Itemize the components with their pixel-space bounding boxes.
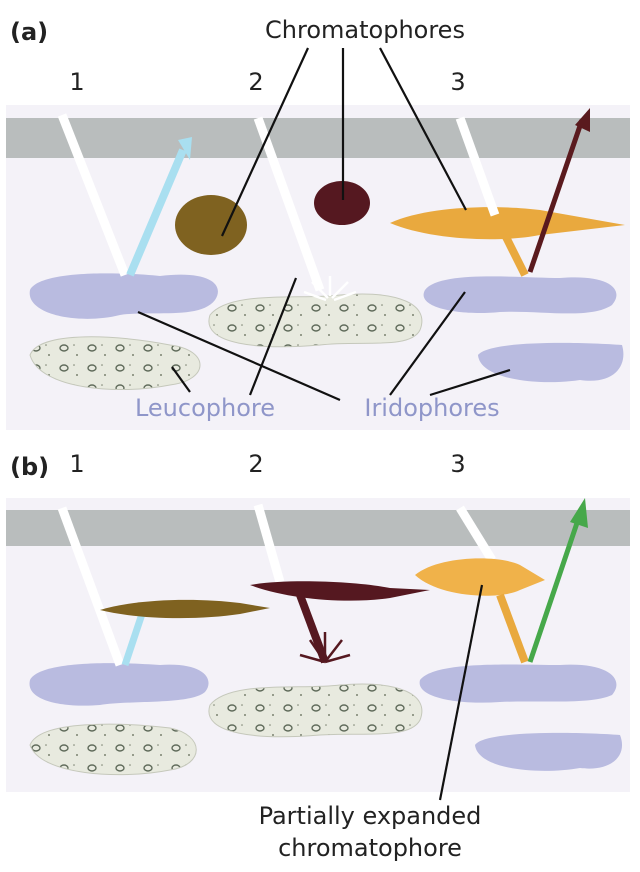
expanded-dark-red-chromatophore — [250, 581, 430, 601]
case-number-2: 2 — [248, 68, 263, 96]
panel-label: (b) — [10, 453, 49, 481]
panel-b: (b) 1 2 3 Partially expanded chromatopho… — [6, 450, 630, 862]
iridophore — [423, 276, 617, 314]
case-number-1: 1 — [69, 68, 84, 96]
chromatophores-label: Chromatophores — [265, 16, 465, 44]
case-number-3: 3 — [450, 450, 465, 478]
panel-label: (a) — [10, 18, 48, 46]
iridophore — [29, 273, 218, 319]
iridophores-label: Iridophores — [364, 394, 499, 422]
iridophore — [419, 664, 617, 703]
iridophore — [29, 663, 209, 706]
caption-line-2: chromatophore — [278, 834, 462, 862]
reflected-red-arrow — [527, 119, 585, 273]
scatter-burst — [303, 276, 357, 302]
incoming-light-arrow — [253, 116, 325, 292]
iridophore — [478, 342, 624, 383]
incoming-light-arrow — [57, 113, 130, 277]
incoming-light-arrow — [455, 116, 500, 217]
case-number-2: 2 — [248, 450, 263, 478]
leucophore — [208, 683, 423, 738]
panel-a: (a) Chromatophores 1 2 3 Leucophore Irid… — [6, 16, 630, 430]
partially-expanded-chromatophore — [415, 558, 545, 596]
caption-line-1: Partially expanded — [259, 802, 482, 830]
case-number-3: 3 — [450, 68, 465, 96]
reflected-blue-arrow — [126, 148, 187, 277]
expanded-brown-chromatophore — [100, 599, 270, 619]
incoming-light-arrow — [253, 503, 285, 584]
skin-band — [6, 510, 630, 546]
incoming-light-arrow — [57, 506, 125, 667]
yellow-light-path — [501, 233, 529, 277]
scatter-burst — [299, 632, 351, 664]
leucophore — [208, 293, 423, 348]
skin-band — [6, 118, 630, 158]
yellow-chromatophore — [390, 207, 625, 240]
incoming-light-arrow — [456, 505, 496, 563]
leucophore — [29, 336, 201, 391]
leucophore — [29, 723, 197, 776]
iridophore — [475, 732, 623, 771]
brown-chromatophore — [175, 195, 247, 255]
leucophore-label: Leucophore — [135, 394, 275, 422]
reflected-green-arrow — [527, 519, 581, 663]
case-number-1: 1 — [69, 450, 84, 478]
dark-red-chromatophore — [314, 181, 370, 225]
